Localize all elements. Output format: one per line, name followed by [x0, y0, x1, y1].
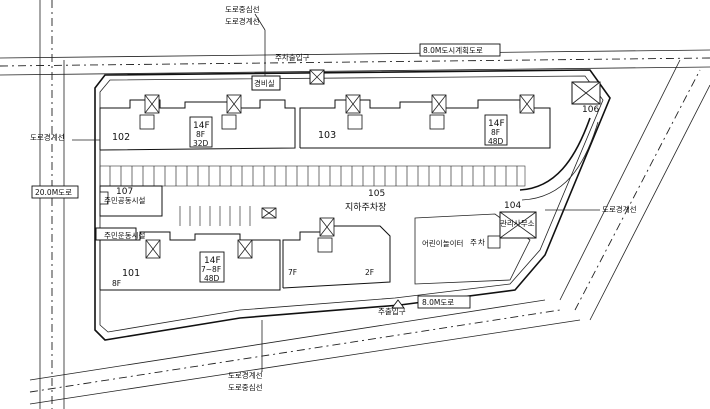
label-104: 104 [504, 201, 521, 211]
label-101-floors: 14F [204, 256, 221, 266]
label-road-20m: 20.0M도로 [35, 188, 72, 197]
label-103-floors-b: 8F [491, 128, 500, 137]
label-kindergarten: 어린이놀이터 [422, 238, 463, 248]
label-101-8f: 8F [112, 279, 121, 288]
guard-house: 경비실 [251, 30, 325, 91]
label-sec-b: 차 [478, 238, 485, 247]
community-facility: 107 주민공동시설 주민운동시설 [95, 185, 163, 241]
label-sec-a: 주 [470, 238, 477, 247]
label-7f: 7F [288, 268, 297, 277]
label-underground-parking: 지하주차장 [345, 201, 386, 213]
label-road-boundary-left: 도로경계선 [30, 132, 65, 142]
label-manager: 관리사무소 [500, 218, 535, 228]
building-101: 14F 7~8F 48D 101 8F [99, 231, 281, 291]
label-102-units: 32D [193, 139, 209, 148]
label-101-units: 48D [204, 274, 220, 283]
underground-parking: 105 지하주차장 [261, 189, 386, 219]
label-fitness: 주민운동시설 [104, 230, 145, 240]
label-103: 103 [318, 130, 336, 141]
label-entrance-pedestrian: 주출입구 [378, 306, 406, 316]
label-road-boundary-right: 도로경계선 [602, 204, 637, 214]
label-guard: 경비실 [254, 78, 275, 88]
label-102: 102 [112, 132, 130, 143]
label-entrance-main: 주차출입구 [275, 52, 310, 62]
label-101-floors-b: 7~8F [201, 265, 221, 274]
label-road-center-bottom: 도로중심선 [228, 382, 263, 392]
road-8m-tag-top [419, 43, 501, 57]
label-103-floors: 14F [488, 119, 505, 129]
label-102-floors: 14F [193, 121, 210, 131]
site-inner-edge [99, 75, 604, 333]
site-boundary [94, 69, 611, 341]
label-road-8m-bottom: 8.0M도로 [422, 298, 454, 307]
parking-stall-band [99, 165, 526, 187]
building-105-low: 7F 2F [282, 217, 391, 289]
building-102: 14F 8F 32D 102 [99, 94, 296, 151]
label-106: 106 [582, 105, 599, 115]
label-road-boundary-top: 도로경계선 [225, 16, 260, 26]
label-road-8m-top: 8.0M도시계획도로 [423, 45, 483, 55]
parking-stalls [99, 165, 526, 226]
building-104: 104 관리사무소 [499, 201, 537, 239]
label-103-units: 48D [488, 137, 504, 146]
label-community: 주민공동시설 [104, 195, 145, 205]
building-106: 106 [571, 81, 601, 115]
playground-area: 어린이놀이터 주 차 [414, 213, 531, 285]
building-103: 14F 8F 48D 103 [299, 94, 551, 149]
label-road-center-top: 도로중심선 [225, 4, 260, 14]
label-101: 101 [122, 268, 140, 279]
label-107: 107 [116, 187, 133, 197]
label-2f: 2F [365, 268, 374, 277]
road-20m-tag [31, 185, 79, 199]
label-105: 105 [368, 189, 385, 199]
parking-ramp-inner [521, 121, 599, 201]
road-8m-tag-bottom [417, 295, 471, 309]
parking-ramp [519, 117, 591, 191]
label-102-floors-b: 8F [196, 130, 205, 139]
label-road-boundary-bottom: 도로경계선 [228, 370, 263, 380]
